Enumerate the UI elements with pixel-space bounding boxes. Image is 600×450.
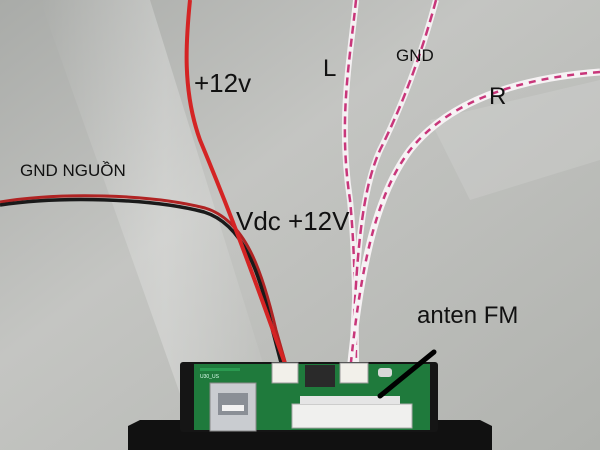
label-gnd-nguon: GND NGUỒN	[20, 161, 126, 180]
crystal	[378, 368, 392, 377]
label-left: L	[323, 55, 337, 82]
label-anten-fm: anten FM	[417, 302, 519, 329]
white-pin-header	[291, 403, 413, 429]
label-right: R	[489, 83, 507, 110]
power-connector	[271, 362, 299, 384]
pcb-trace	[200, 368, 240, 371]
gnd-nguon-wire-black	[0, 197, 286, 375]
pcb-marking: U30_US	[200, 374, 220, 380]
label-gnd: GND	[396, 46, 434, 65]
audio-connector	[339, 362, 369, 384]
cloth-fold	[430, 80, 600, 200]
cloth-fold	[40, 0, 290, 450]
right-channel-wire-stripe	[348, 70, 600, 373]
usb-port-tongue	[222, 405, 244, 411]
label-plus-12v: +12v	[194, 68, 252, 98]
plus-12v-wire	[184, 0, 290, 373]
label-vdc-12v: Vdc +12V	[236, 206, 350, 236]
ic-chip	[305, 365, 335, 387]
usb-port-slot	[218, 393, 248, 415]
left-channel-wire-stripe	[343, 0, 358, 373]
gnd-wire-stripe	[350, 0, 438, 373]
antenna-indicator-line	[377, 349, 437, 399]
gnd-nguon-wire-red	[0, 194, 290, 373]
pin-row	[300, 396, 400, 404]
